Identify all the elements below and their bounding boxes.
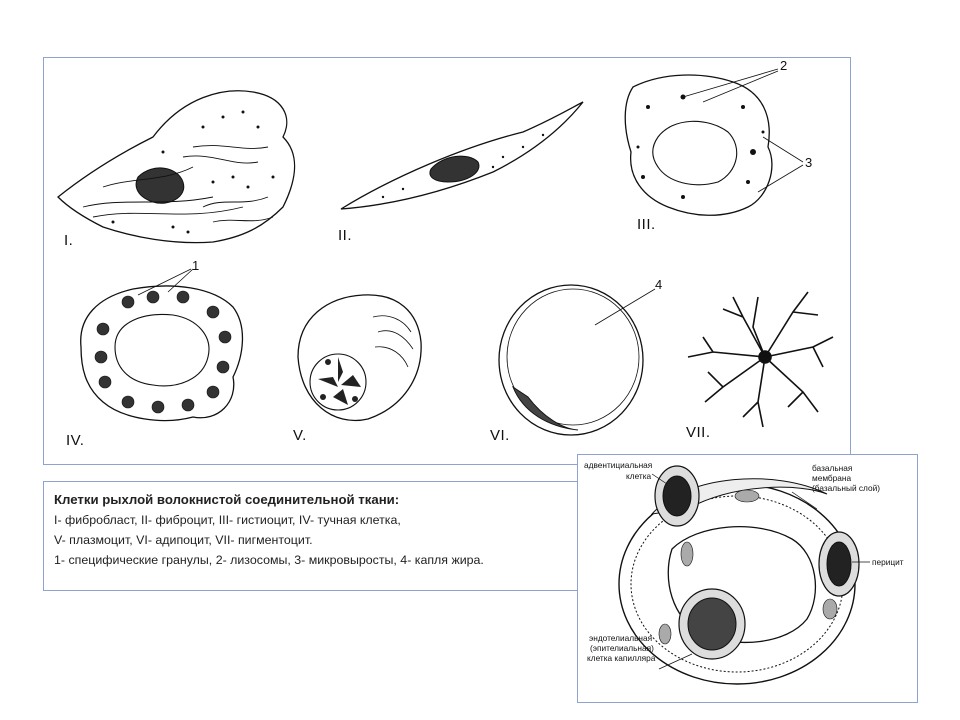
fibrocyte-drawing (340, 101, 584, 210)
endothelial-cell-label-line-1: эндотелиальная (589, 633, 653, 643)
label-fibroblast: I. (64, 232, 74, 249)
fibroblast-drawing (57, 90, 296, 244)
mast-cell-drawing (80, 268, 244, 422)
caption-frame (43, 481, 578, 591)
basal-membrane-label-line-1: базальная (812, 463, 853, 473)
marker-granules: 1 (192, 258, 200, 273)
caption-title: Клетки рыхлой волокнистой соединительной… (54, 492, 400, 507)
marker-lysosomes: 2 (780, 58, 788, 73)
adipocyte-drawing (498, 284, 656, 436)
adventitial-cell-label-line-1: адвентициальная (584, 460, 653, 470)
label-histiocyte: III. (637, 216, 656, 233)
adventitial-cell-label-line-2: клетка (626, 471, 652, 481)
caption-line-3: 1- специфические гранулы, 2- лизосомы, 3… (54, 553, 484, 567)
basal-membrane-label-line-3: (базальный слой) (812, 483, 881, 493)
label-pigmentocyte: VII. (686, 424, 711, 441)
label-fibrocyte: II. (338, 227, 353, 244)
pigmentocyte-drawing (687, 291, 834, 428)
plasmocyte-drawing (297, 294, 422, 421)
caption-line-1: I- фибробласт, II- фиброцит, III- гистио… (54, 513, 401, 527)
capillary-illustration (618, 465, 870, 685)
endothelial-cell-label-line-2: (эпителиальная) (590, 643, 654, 653)
label-adipocyte: VI. (490, 427, 510, 444)
label-mast-cell: IV. (66, 432, 85, 449)
cells-illustration (57, 68, 834, 436)
basal-membrane-label-line-2: мембрана (812, 473, 852, 483)
pericyte-label: перицит (872, 557, 904, 567)
marker-fat-drop: 4 (655, 277, 663, 292)
caption-line-2: V- плазмоцит, VI- адипоцит, VII- пигмент… (54, 533, 313, 547)
marker-microvilli: 3 (805, 155, 813, 170)
caption: Клетки рыхлой волокнистой соединительной… (54, 490, 574, 570)
histiocyte-drawing (624, 68, 804, 216)
label-plasmocyte: V. (293, 427, 307, 444)
endothelial-cell-label-line-3: клетка капилляра (587, 653, 656, 663)
